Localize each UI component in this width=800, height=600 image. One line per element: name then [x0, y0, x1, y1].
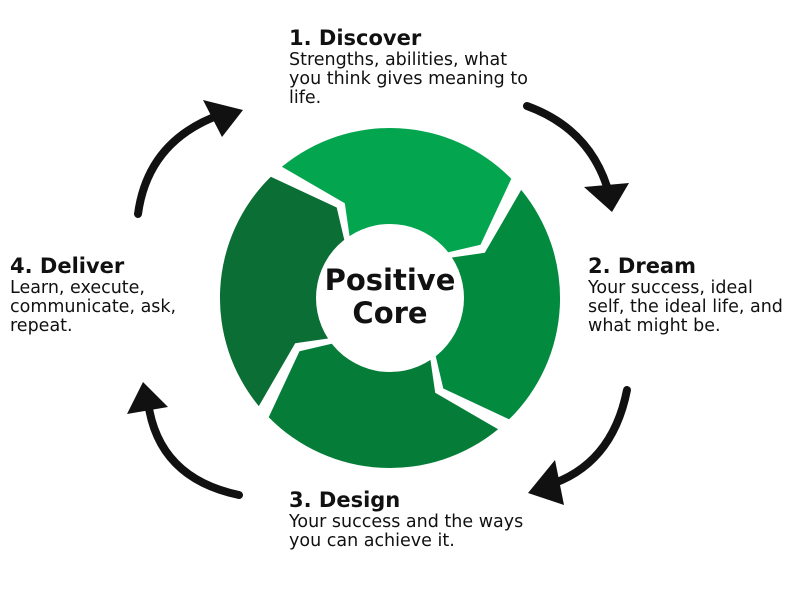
arrow-dream-to-design — [528, 386, 631, 505]
arrow-deliver-to-discover-head — [203, 100, 243, 137]
arrow-deliver-to-discover-shaft — [134, 110, 226, 218]
deliver-segment — [219, 176, 348, 407]
arrow-design-to-deliver-head — [127, 382, 168, 414]
dream-segment — [432, 189, 561, 420]
arrow-discover-to-dream-shaft — [523, 102, 614, 201]
deliver-stage: 4. Deliver Learn, execute, communicate, … — [10, 253, 225, 336]
deliver-description: Learn, execute, communicate, ask, repeat… — [10, 278, 177, 336]
core-label-line2: Core — [352, 296, 427, 330]
arrow-dream-to-design-shaft — [542, 386, 631, 490]
design-title: 3. Design — [289, 488, 401, 512]
design-stage: 3. Design Your success and the ways you … — [289, 487, 539, 551]
arrow-discover-to-dream — [523, 102, 629, 212]
discover-segment — [281, 127, 512, 256]
core-label-line1: Positive — [325, 263, 456, 297]
discover-title: 1. Discover — [289, 26, 422, 50]
positive-core-circle — [316, 224, 464, 372]
arrow-deliver-to-discover — [134, 100, 243, 218]
deliver-title: 4. Deliver — [10, 254, 125, 278]
arrow-discover-to-dream-head — [584, 183, 629, 212]
cycle-arrows — [127, 100, 631, 505]
discover-description: Strengths, abilities, what you think giv… — [289, 50, 528, 108]
discover-stage: 1. Discover Strengths, abilities, what y… — [289, 25, 539, 108]
dream-stage: 2. Dream Your success, ideal self, the i… — [588, 253, 793, 336]
wheel — [219, 127, 561, 469]
arrow-design-to-deliver-shaft — [144, 398, 243, 499]
design-description: Your success and the ways you can achiev… — [289, 512, 524, 551]
arrow-design-to-deliver — [127, 382, 243, 499]
design-segment — [268, 340, 499, 469]
dream-description: Your success, ideal self, the ideal life… — [588, 278, 783, 336]
arrow-dream-to-design-head — [528, 460, 564, 505]
dream-title: 2. Dream — [588, 254, 696, 278]
